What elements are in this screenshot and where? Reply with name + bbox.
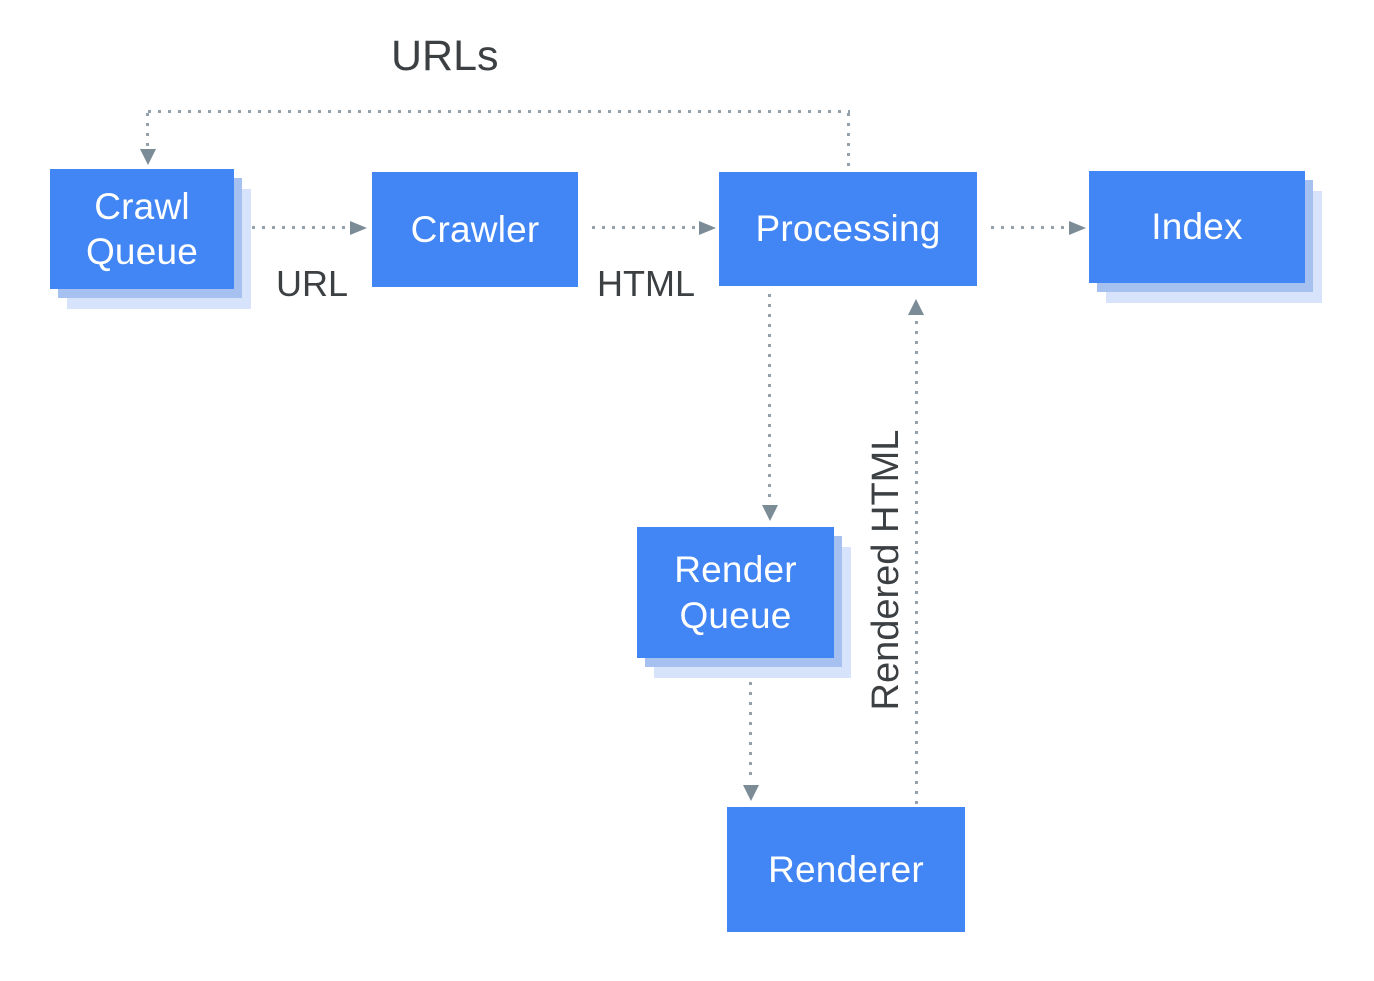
arrowhead-into-processing-from-renderer <box>908 299 924 315</box>
edge-label-html: HTML <box>597 263 695 304</box>
arrowhead-into-renderer <box>743 785 759 801</box>
edge-processing-to-crawlqueue-horizontal-line <box>148 110 850 113</box>
arrowhead-into-render-queue <box>762 505 778 521</box>
edge-renderqueue-to-renderer-line <box>749 672 752 782</box>
node-processing: Processing <box>719 172 977 286</box>
node-crawler: Crawler <box>372 172 578 287</box>
node-crawler-label: Crawler <box>410 208 540 250</box>
node-processing-label: Processing <box>755 208 941 250</box>
arrowhead-into-crawler <box>350 221 367 235</box>
arrowhead-into-index <box>1069 221 1086 235</box>
edge-crawler-to-processing-line <box>592 226 696 229</box>
node-crawl-queue: Crawl Queue <box>50 169 234 289</box>
edge-label-rendered-html: Rendered HTML <box>864 429 907 711</box>
edge-renderer-to-processing-line <box>915 321 918 806</box>
edge-processing-to-crawlqueue-right-segment <box>847 113 850 172</box>
node-crawl-queue-label: Crawl Queue <box>85 185 199 272</box>
node-render-queue-label: Render Queue <box>674 549 797 636</box>
node-index-label: Index <box>1151 206 1243 248</box>
edge-processing-to-renderqueue-line <box>768 294 771 502</box>
edge-label-url: URL <box>276 263 349 304</box>
edge-crawlqueue-to-crawler-line <box>252 226 348 229</box>
edge-processing-to-index-line <box>991 226 1067 229</box>
arrowhead-into-crawl-queue <box>140 149 156 165</box>
node-index: Index <box>1089 171 1305 283</box>
edge-label-urls: URLs <box>391 32 499 80</box>
node-render-queue: Render Queue <box>637 527 834 658</box>
edge-processing-to-crawlqueue-left-segment <box>146 113 149 149</box>
node-renderer-label: Renderer <box>768 848 924 890</box>
node-renderer: Renderer <box>727 807 965 932</box>
arrowhead-into-processing <box>699 221 716 235</box>
